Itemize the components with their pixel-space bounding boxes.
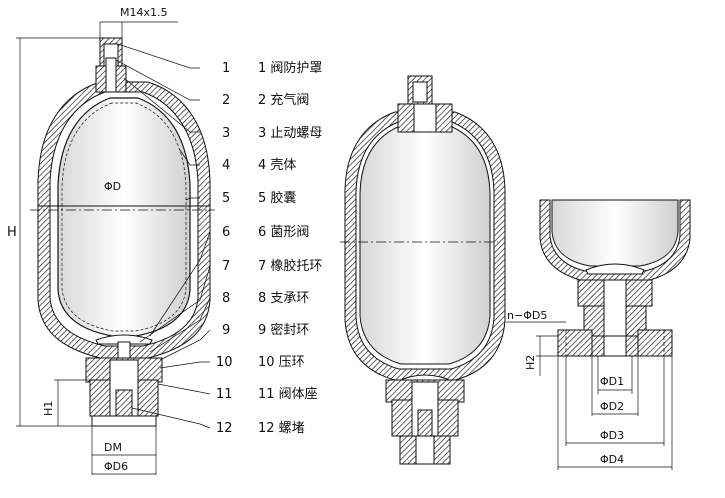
part-number: 4 [222, 158, 230, 173]
bladder [57, 97, 191, 337]
dim-phiD3: ΦD3 [600, 429, 624, 442]
part-item: 6 6 菌形阀 [222, 225, 309, 240]
dim-n-phiD5: n−ΦD5 [507, 309, 547, 322]
part-item: 1 1 阀防护罩 [222, 60, 322, 76]
part-item: 12 12 螺堵 [216, 421, 305, 436]
part-number: 10 [216, 355, 233, 370]
dim-phiD: ΦD [104, 180, 121, 193]
part-item: 7 7 橡胶托环 [222, 258, 322, 274]
part-name: 2 充气阀 [258, 92, 309, 108]
part-number: 7 [222, 259, 230, 274]
part-item: 11 11 阀体座 [216, 387, 318, 402]
part-item: 5 5 胶囊 [222, 190, 296, 206]
part-number: 12 [216, 421, 233, 436]
part-name: 6 菌形阀 [258, 225, 309, 240]
dim-H1: H1 [42, 401, 55, 416]
part-number: 2 [222, 93, 230, 108]
part-name: 8 支承环 [258, 291, 309, 306]
part-name: 3 止动螺母 [258, 126, 322, 141]
dim-phiD4: ΦD4 [600, 453, 624, 466]
part-item: 8 8 支承环 [222, 291, 309, 306]
dim-phiD1: ΦD1 [600, 375, 624, 388]
middle-external-view [340, 75, 506, 465]
part-name: 5 胶囊 [258, 190, 296, 206]
part-number: 6 [222, 225, 230, 240]
left-section-view [30, 37, 215, 427]
part-item: 3 3 止动螺母 [222, 126, 322, 141]
leader-lines [115, 43, 211, 429]
part-name: 1 阀防护罩 [258, 60, 322, 76]
part-item: 2 2 充气阀 [222, 92, 309, 108]
part-name: 12 螺堵 [258, 421, 305, 436]
part-name: 7 橡胶托环 [258, 258, 322, 274]
part-number: 3 [222, 126, 230, 141]
poppet-valve [95, 334, 153, 345]
thread-spec-label: M14x1.5 [120, 6, 168, 19]
dim-H2: H2 [524, 355, 537, 370]
dim-phiD6: ΦD6 [104, 460, 128, 473]
part-list: 1 1 阀防护罩 2 2 充气阀 3 3 止动螺母 4 4 壳体 5 5 胶囊 … [216, 60, 322, 436]
part-name: 11 阀体座 [258, 387, 318, 402]
part-number: 11 [216, 387, 233, 402]
right-detail-view [539, 199, 691, 357]
dim-H: H [7, 225, 17, 240]
part-item: 9 9 密封环 [222, 322, 309, 338]
part-number: 9 [222, 323, 230, 338]
part-number: 8 [222, 291, 230, 306]
dim-phiD2: ΦD2 [600, 400, 624, 413]
part-name: 4 壳体 [258, 158, 296, 173]
part-name: 9 密封环 [258, 322, 309, 338]
part-number: 5 [222, 191, 230, 206]
dim-DM: DM [104, 441, 122, 454]
part-item: 4 4 壳体 [222, 158, 296, 173]
part-item: 10 10 压环 [216, 355, 305, 370]
part-number: 1 [222, 61, 230, 76]
part-name: 10 压环 [258, 355, 305, 370]
